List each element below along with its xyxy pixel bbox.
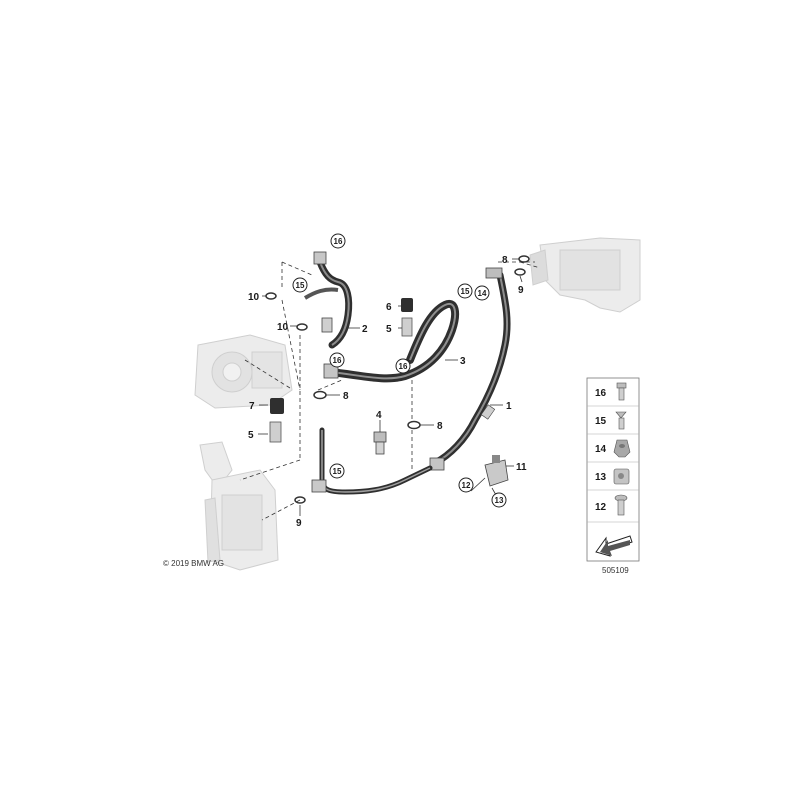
legend-item-14: 14 (595, 444, 607, 455)
callout-12: 12 (462, 481, 471, 490)
pipe-lower (311, 427, 433, 495)
circled-callout-12: 12 (458, 477, 474, 493)
callout-2: 2 (362, 324, 368, 335)
callout-5-upper: 5 (386, 324, 392, 335)
hose-3 (323, 299, 460, 383)
callout-10-lower: 10 (277, 322, 289, 333)
circled-callout-14: 14 (474, 285, 490, 301)
direction-arrow-icon (595, 535, 633, 557)
circled-callout-16-middle: 16 (329, 352, 345, 368)
callout-6: 6 (386, 302, 392, 313)
diagram-id: 505109 (602, 566, 629, 575)
evaporator-housing-ghost (529, 237, 641, 313)
circled-callout-15-upper: 15 (292, 277, 308, 293)
screw-icon (615, 411, 627, 430)
legend-item-16: 16 (595, 388, 607, 399)
callout-14: 14 (478, 289, 487, 298)
callout-15-lower: 15 (333, 467, 342, 476)
legend-item-12: 12 (595, 502, 607, 513)
callout-13: 13 (495, 496, 504, 505)
dashed-leaders (239, 261, 541, 521)
callout-15-right: 15 (461, 287, 470, 296)
callout-8-middle: 8 (343, 391, 349, 402)
callout-8-top-right: 8 (502, 255, 508, 266)
bracket-11 (484, 455, 509, 487)
hose-2 (303, 251, 353, 349)
circled-callout-16-right: 16 (395, 358, 411, 374)
hose-1 (429, 267, 511, 471)
compressor-ghost (194, 334, 293, 409)
circled-callout-16-top: 16 (330, 233, 346, 249)
bolt-icon (616, 382, 627, 401)
callout-15-upper: 15 (296, 281, 305, 290)
callout-3: 3 (460, 356, 466, 367)
callout-1: 1 (506, 401, 512, 412)
callout-5-lower: 5 (248, 430, 254, 441)
callout-7: 7 (249, 401, 255, 412)
callout-10-upper: 10 (248, 292, 260, 303)
valve-core-5-upper (401, 317, 413, 337)
copyright-text: © 2019 BMW AG (163, 559, 224, 568)
collar-screw-icon (614, 494, 628, 516)
cap-7 (270, 398, 284, 414)
valve-core-5-lower (269, 421, 282, 443)
circled-callout-15-right: 15 (457, 283, 473, 299)
pressure-sensor-4 (373, 431, 387, 455)
callout-16-right: 16 (399, 362, 408, 371)
o-rings (265, 255, 530, 504)
cap-6 (401, 298, 413, 312)
clip-nut-icon (613, 468, 630, 485)
legend-item-15: 15 (595, 416, 607, 427)
callout-11: 11 (516, 462, 527, 473)
condenser-ghost (199, 441, 279, 571)
circled-callout-15-lower: 15 (329, 463, 345, 479)
nut-icon (613, 439, 631, 458)
callout-9-lower: 9 (296, 518, 302, 529)
callout-9-right: 9 (518, 285, 524, 296)
callout-8-lower: 8 (437, 421, 443, 432)
callout-4: 4 (376, 410, 382, 421)
callout-16-middle: 16 (333, 356, 342, 365)
parts-legend: 16 15 14 13 12 (586, 377, 640, 562)
circled-callout-13: 13 (491, 492, 507, 508)
legend-item-13: 13 (595, 472, 607, 483)
callout-16-top: 16 (334, 237, 343, 246)
